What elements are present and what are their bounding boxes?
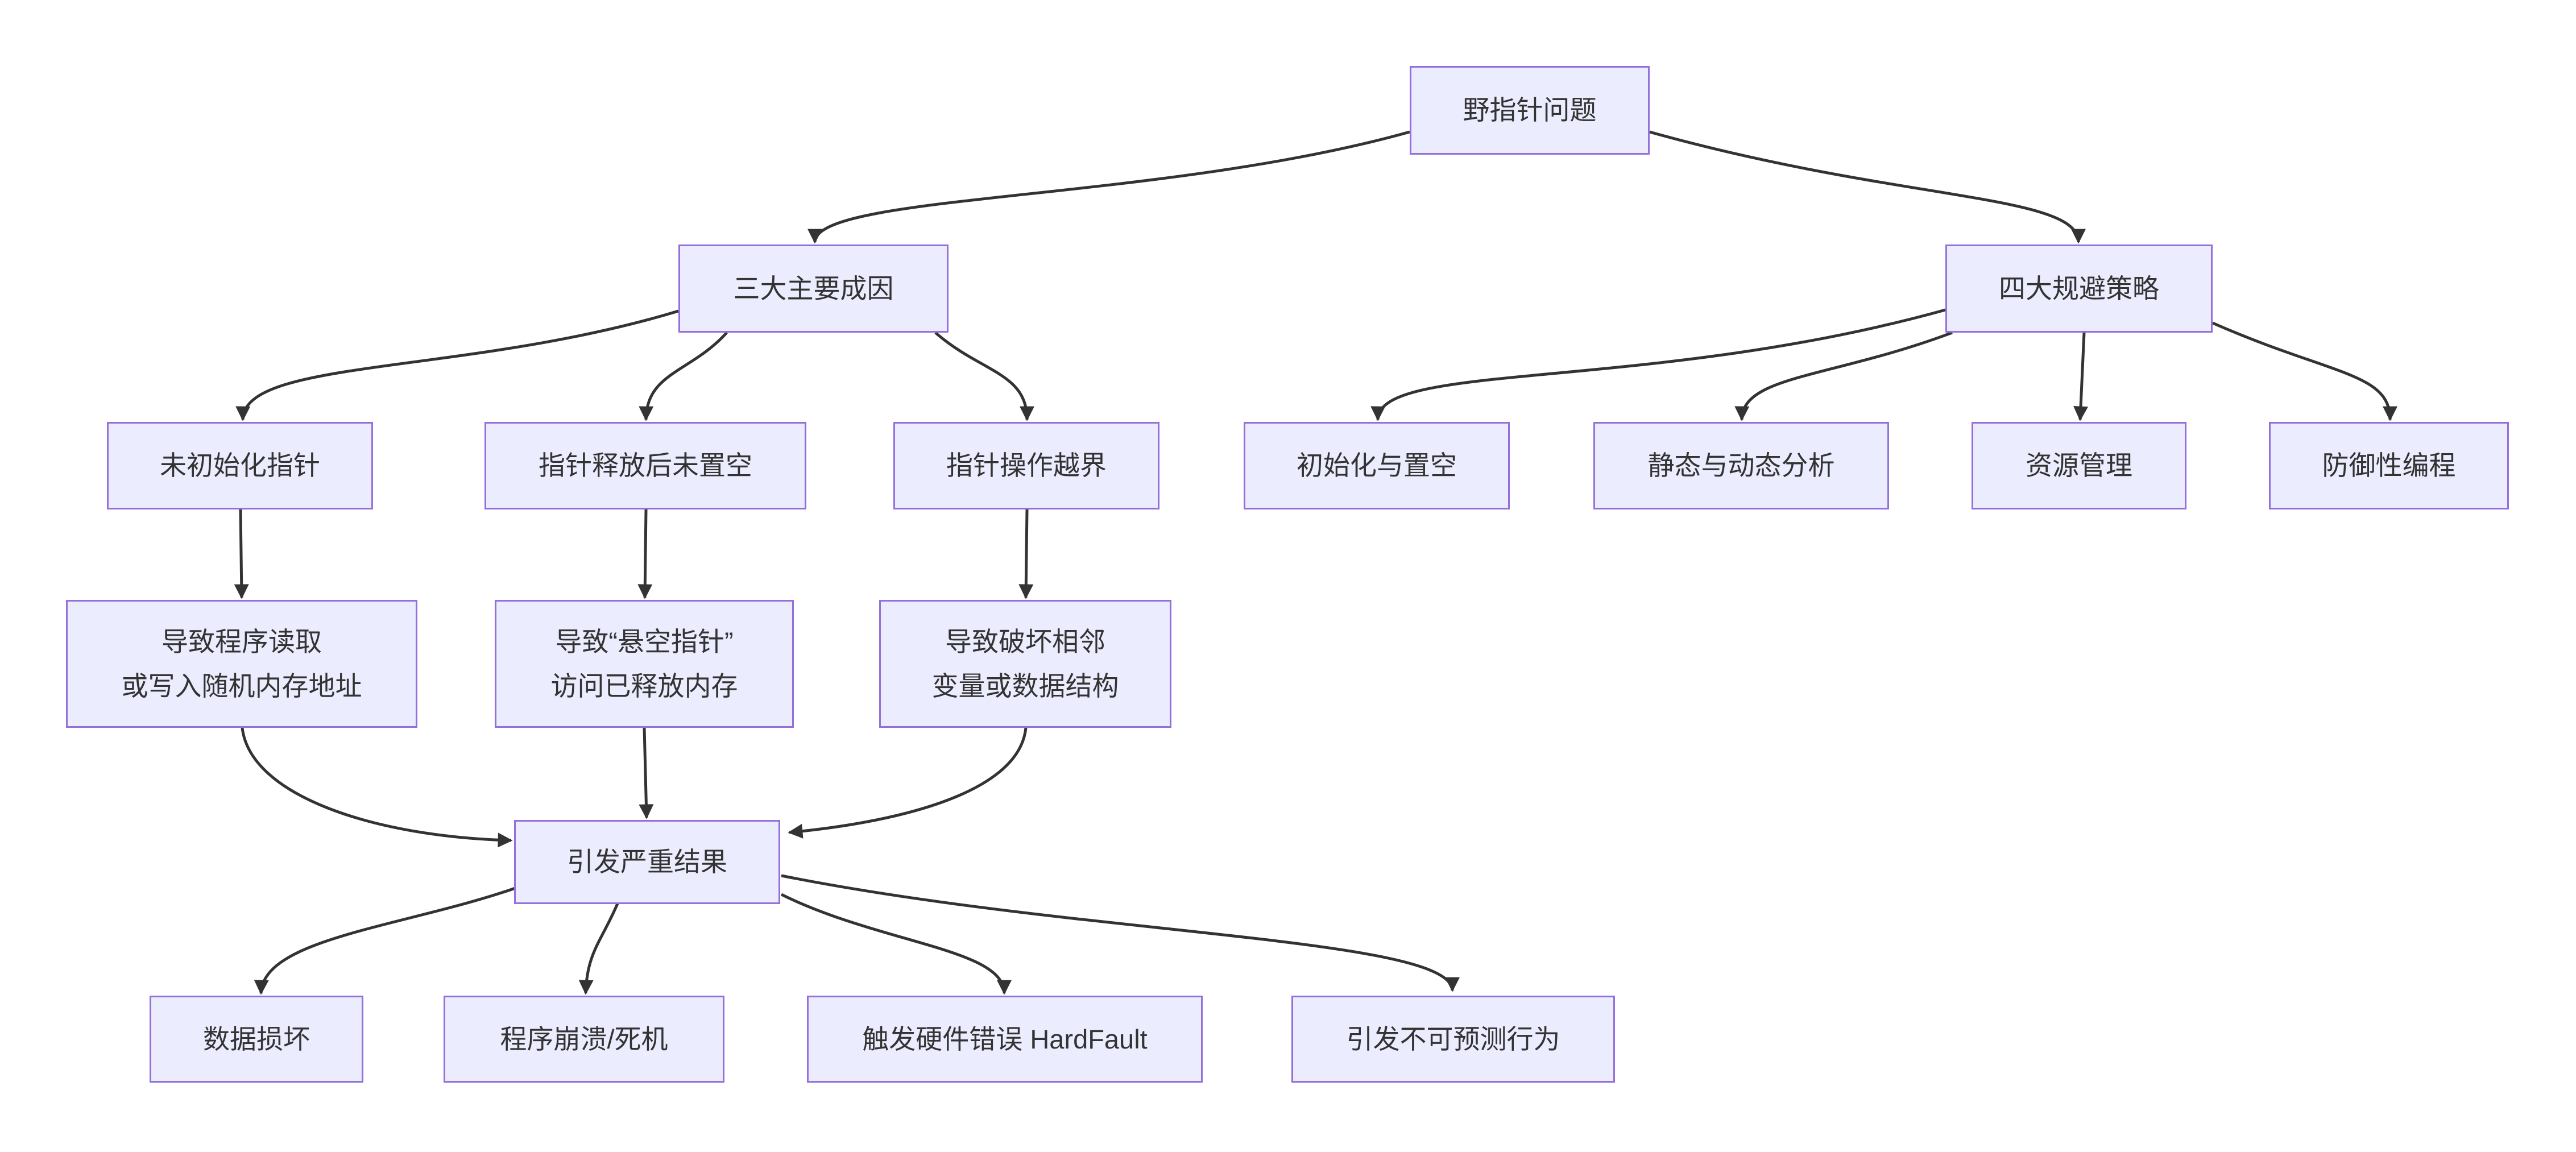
edge-severe-unpredictable bbox=[781, 874, 1460, 992]
node-crash: 程序崩溃/死机 bbox=[444, 996, 724, 1083]
node-unpredictable: 引发不可预测行为 bbox=[1291, 996, 1615, 1083]
node-root: 野指针问题 bbox=[1410, 66, 1650, 155]
node-uninitialized: 未初始化指针 bbox=[107, 422, 373, 509]
edge-strategies-resource bbox=[2073, 332, 2089, 421]
node-init-null: 初始化与置空 bbox=[1244, 422, 1510, 509]
node-corrupt-adjacent: 导致破坏相邻 变量或数据结构 bbox=[879, 600, 1171, 728]
node-not-nulled: 指针释放后未置空 bbox=[484, 422, 806, 509]
edge-strategies-init-null bbox=[1370, 308, 1946, 421]
edge-corrupt-adjacent-severe bbox=[788, 727, 1028, 839]
edge-causes-uninitialized bbox=[235, 309, 679, 421]
node-analysis: 静态与动态分析 bbox=[1593, 422, 1889, 509]
node-severe: 引发严重结果 bbox=[514, 820, 780, 904]
edge-severe-hardfault bbox=[780, 893, 1012, 995]
edge-severe-crash bbox=[578, 903, 619, 995]
edge-strategies-defensive bbox=[2211, 321, 2397, 421]
edge-root-causes bbox=[807, 130, 1410, 244]
edge-severe-data-corruption bbox=[254, 886, 516, 995]
edge-causes-out-of-bounds bbox=[934, 331, 1034, 421]
node-defensive: 防御性编程 bbox=[2269, 422, 2509, 509]
edge-not-nulled-dangling bbox=[637, 509, 653, 599]
node-data-corruption: 数据损坏 bbox=[150, 996, 363, 1083]
node-causes: 三大主要成因 bbox=[678, 245, 949, 333]
node-strategies: 四大规避策略 bbox=[1945, 245, 2213, 333]
edge-random-access-severe bbox=[241, 727, 513, 848]
edge-out-of-bounds-corrupt-adjacent bbox=[1018, 509, 1034, 599]
node-resource: 资源管理 bbox=[1972, 422, 2186, 509]
edge-root-strategies bbox=[1649, 130, 2086, 244]
node-random-access: 导致程序读取 或写入随机内存地址 bbox=[66, 600, 417, 728]
node-dangling: 导致“悬空指针” 访问已释放内存 bbox=[495, 600, 794, 728]
edge-uninitialized-random-access bbox=[234, 509, 249, 599]
edge-strategies-analysis bbox=[1734, 331, 1953, 421]
edge-causes-not-nulled bbox=[639, 331, 728, 421]
node-hardfault: 触发硬件错误 HardFault bbox=[807, 996, 1203, 1083]
node-out-of-bounds: 指针操作越界 bbox=[893, 422, 1159, 509]
edge-dangling-severe bbox=[639, 727, 654, 819]
